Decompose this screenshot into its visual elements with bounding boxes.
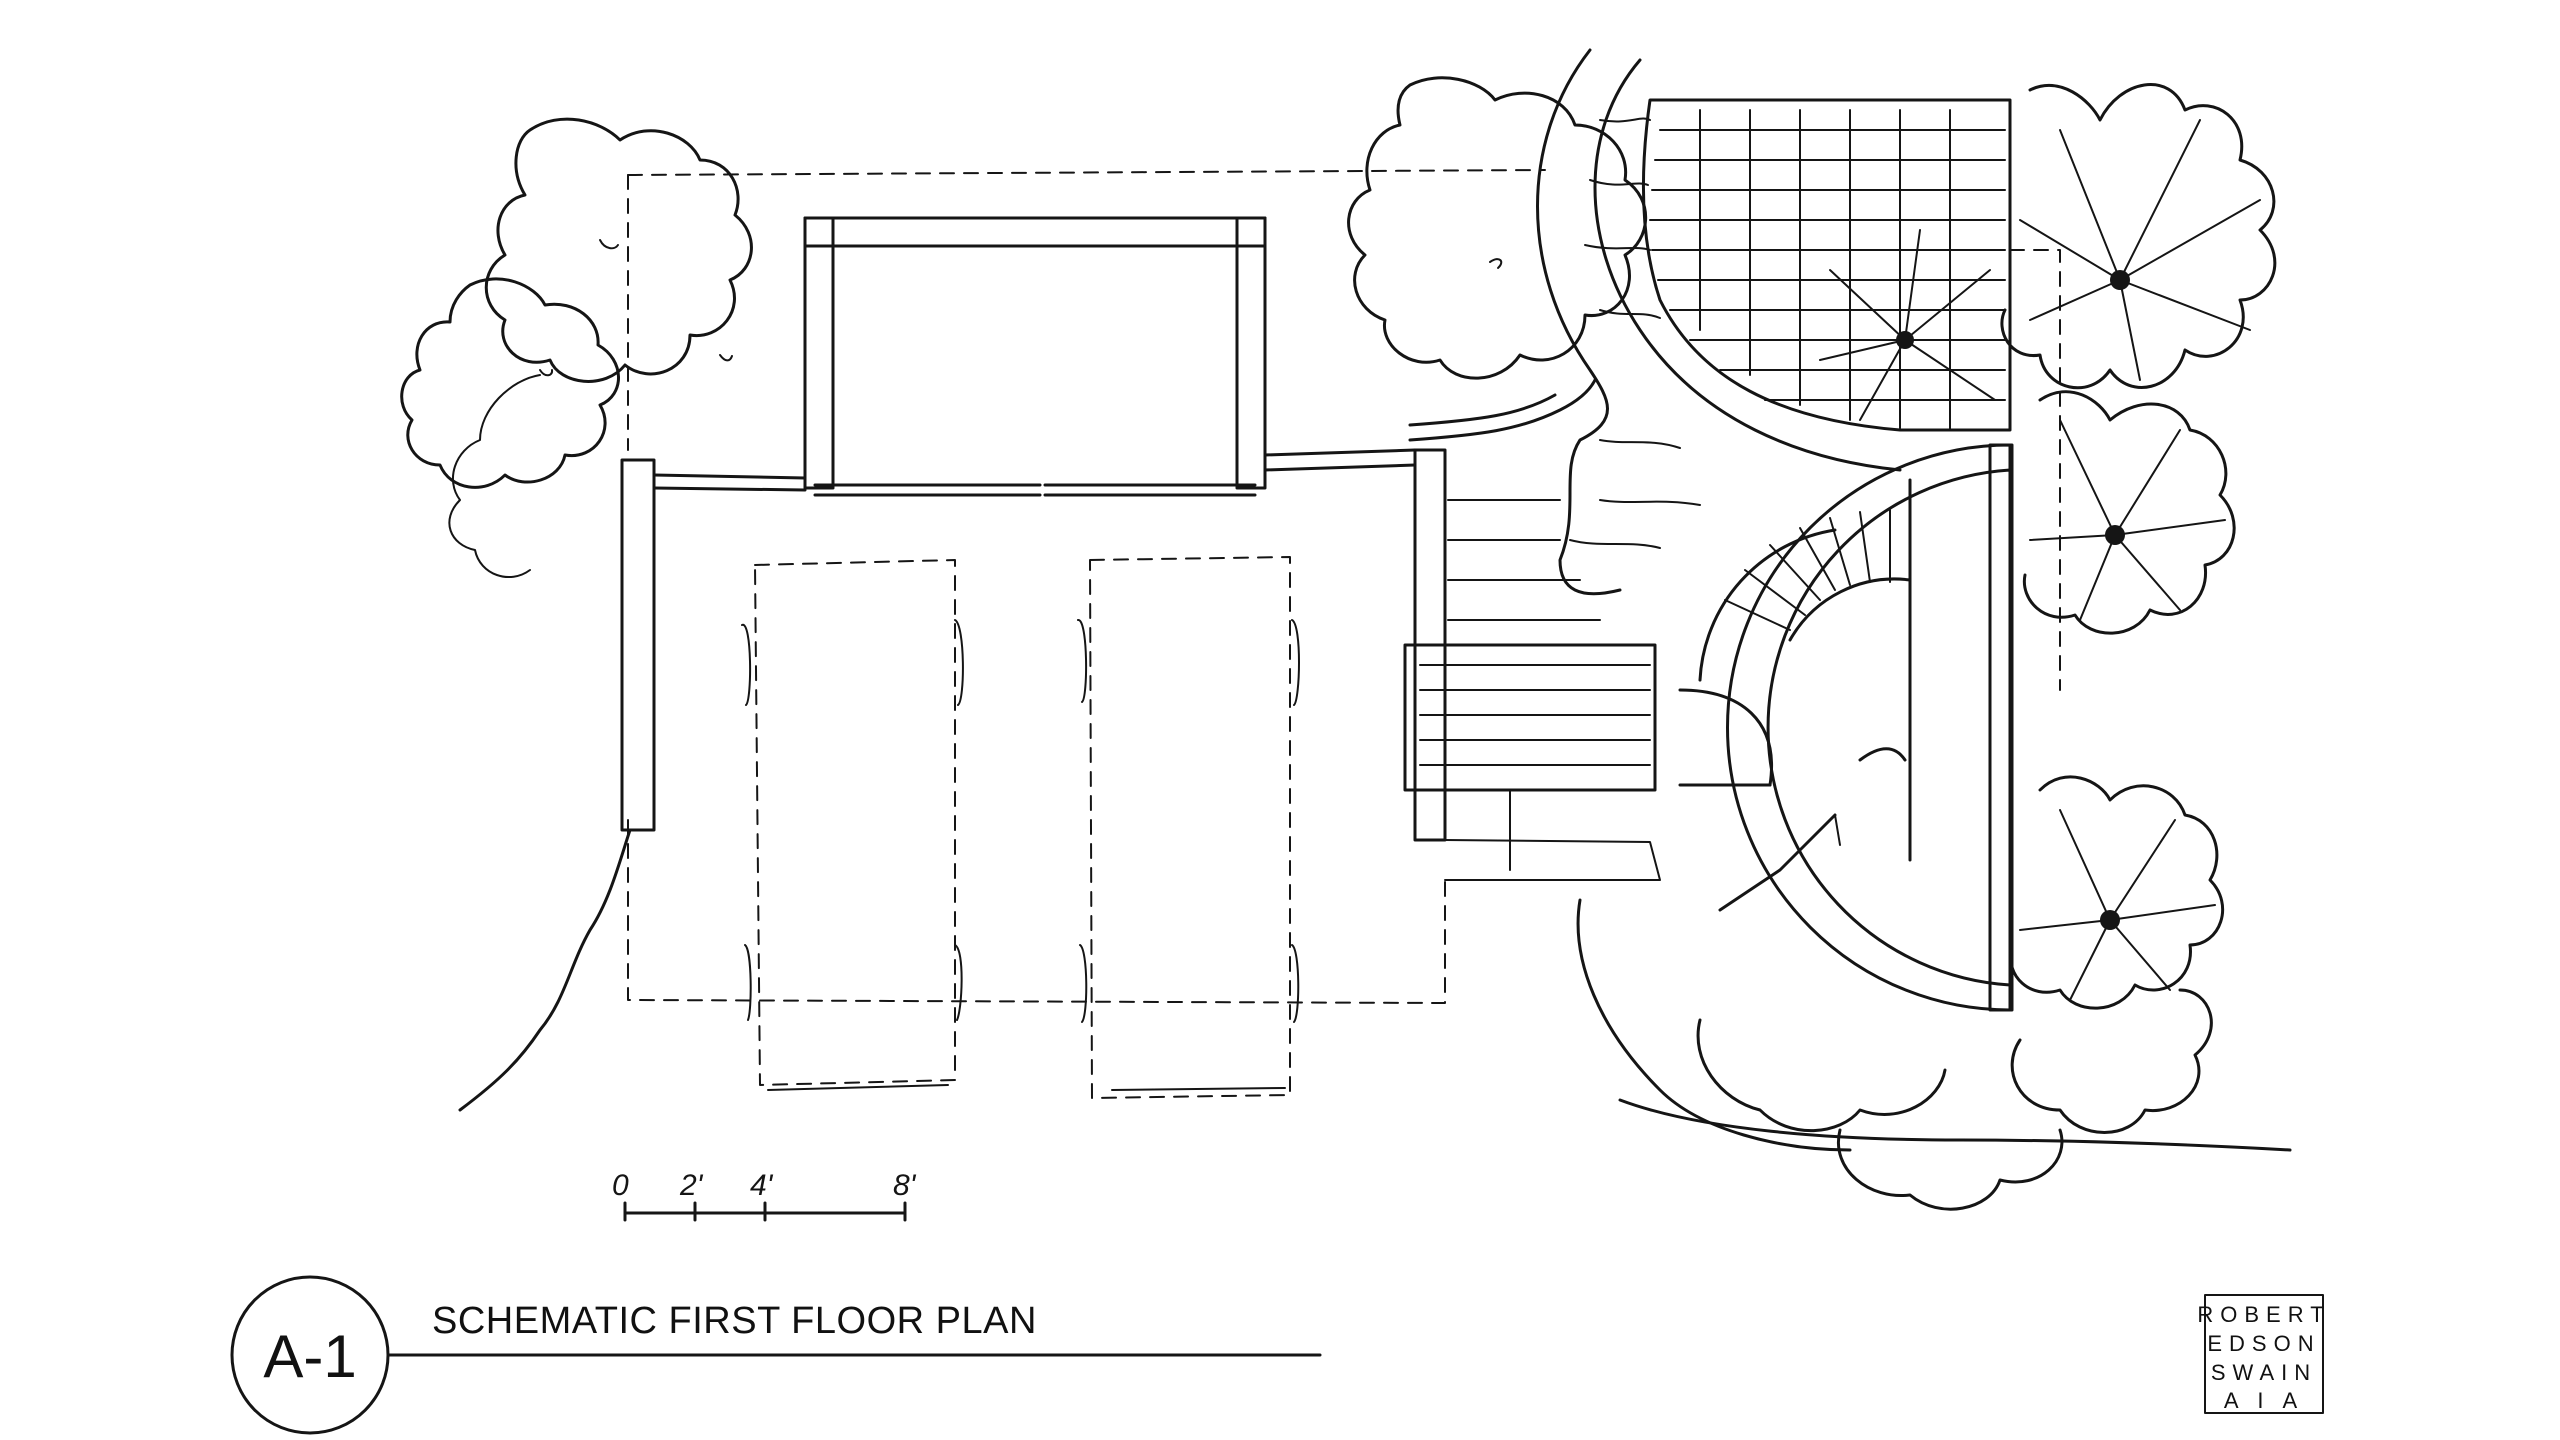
scale-bar: 0 2' 4' 8' <box>612 1169 917 1222</box>
stamp-line-1: ROBERT <box>2197 1302 2330 1327</box>
architect-stamp: ROBERT EDSON SWAIN A I A <box>2197 1294 2330 1414</box>
tree-left-small <box>400 277 620 489</box>
tree-right-middle <box>2022 390 2236 635</box>
car-left <box>741 559 964 1091</box>
scale-tick-label-4: 4' <box>750 1169 774 1202</box>
tree-top-middle <box>1347 76 1648 380</box>
tree-left-large <box>448 117 753 579</box>
shrubs-bottom-right <box>1576 898 2292 1211</box>
sheet-id: A-1 <box>263 1323 356 1390</box>
curved-stone-walk <box>1408 48 1902 596</box>
stamp-border <box>2204 1294 2324 1414</box>
drawing-title: SCHEMATIC FIRST FLOOR PLAN <box>432 1300 1037 1342</box>
scale-tick-label-8: 8' <box>893 1169 917 1202</box>
courtyard-paving <box>1641 98 2012 432</box>
spiral-stair <box>1678 478 1912 912</box>
car-right <box>1077 556 1300 1099</box>
stair-tower <box>1726 443 2014 1012</box>
stamp-line-3: SWAIN <box>2211 1360 2317 1385</box>
scale-tick-label-0: 0 <box>612 1169 629 1202</box>
garage-rear-wall <box>803 216 1267 490</box>
tree-right-lower <box>2009 775 2225 1010</box>
stamp-line-4: A I A <box>2224 1388 2304 1413</box>
tree-right-top <box>2000 83 2277 390</box>
title-block: A-1 SCHEMATIC FIRST FLOOR PLAN <box>230 1275 1322 1435</box>
scale-tick-label-2: 2' <box>679 1169 704 1202</box>
entry-steps <box>1403 499 1661 881</box>
garage-left-wall <box>620 458 656 832</box>
stamp-line-2: EDSON <box>2207 1331 2320 1356</box>
courtyard-flower-tree <box>1819 229 1996 421</box>
